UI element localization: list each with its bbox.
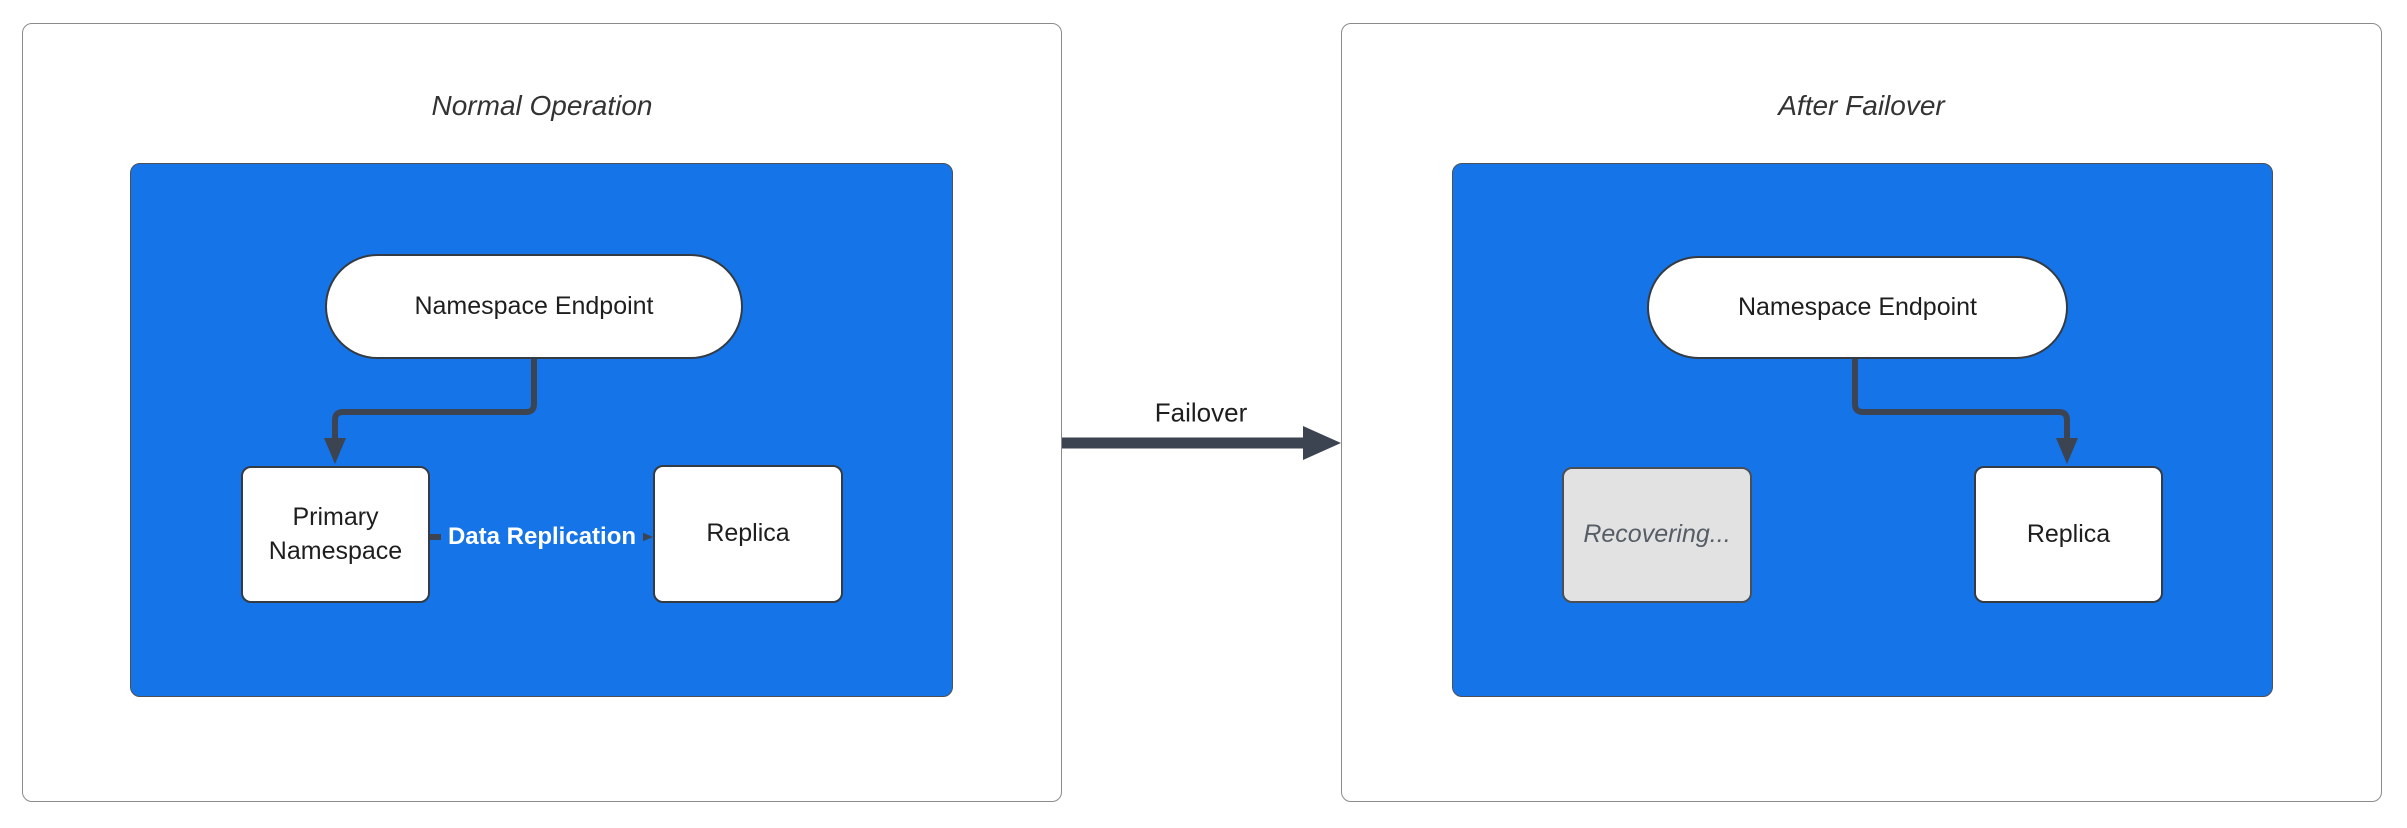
node-label: Namespace Endpoint: [414, 291, 654, 320]
edge-label-data-replication: Data Replication: [440, 520, 644, 554]
edge-label-failover: Failover: [1148, 395, 1254, 431]
node-namespace-endpoint-normal: Namespace Endpoint: [325, 254, 743, 359]
node-label: Replica: [706, 519, 790, 548]
node-label: Replica: [2026, 519, 2111, 548]
node-recovering: Recovering...: [1562, 467, 1752, 603]
node-replica-normal: Replica: [653, 465, 843, 603]
panel-title-after-failover: After Failover: [1778, 90, 1945, 121]
edge-failover-transition-arrowhead: [1303, 426, 1341, 460]
panel-title-normal-operation: Normal Operation: [431, 90, 653, 121]
node-replica-failover: Replica: [1974, 466, 2163, 603]
node-primary-namespace: Primary Namespace: [241, 466, 430, 603]
cluster-normal-operation: [130, 163, 953, 697]
cluster-after-failover: [1452, 163, 2273, 697]
node-label: Primary Namespace: [268, 502, 403, 565]
node-label: Namespace Endpoint: [1737, 292, 1978, 321]
node-label: Recovering...: [1583, 520, 1731, 549]
node-namespace-endpoint-failover: Namespace Endpoint: [1647, 256, 2068, 359]
